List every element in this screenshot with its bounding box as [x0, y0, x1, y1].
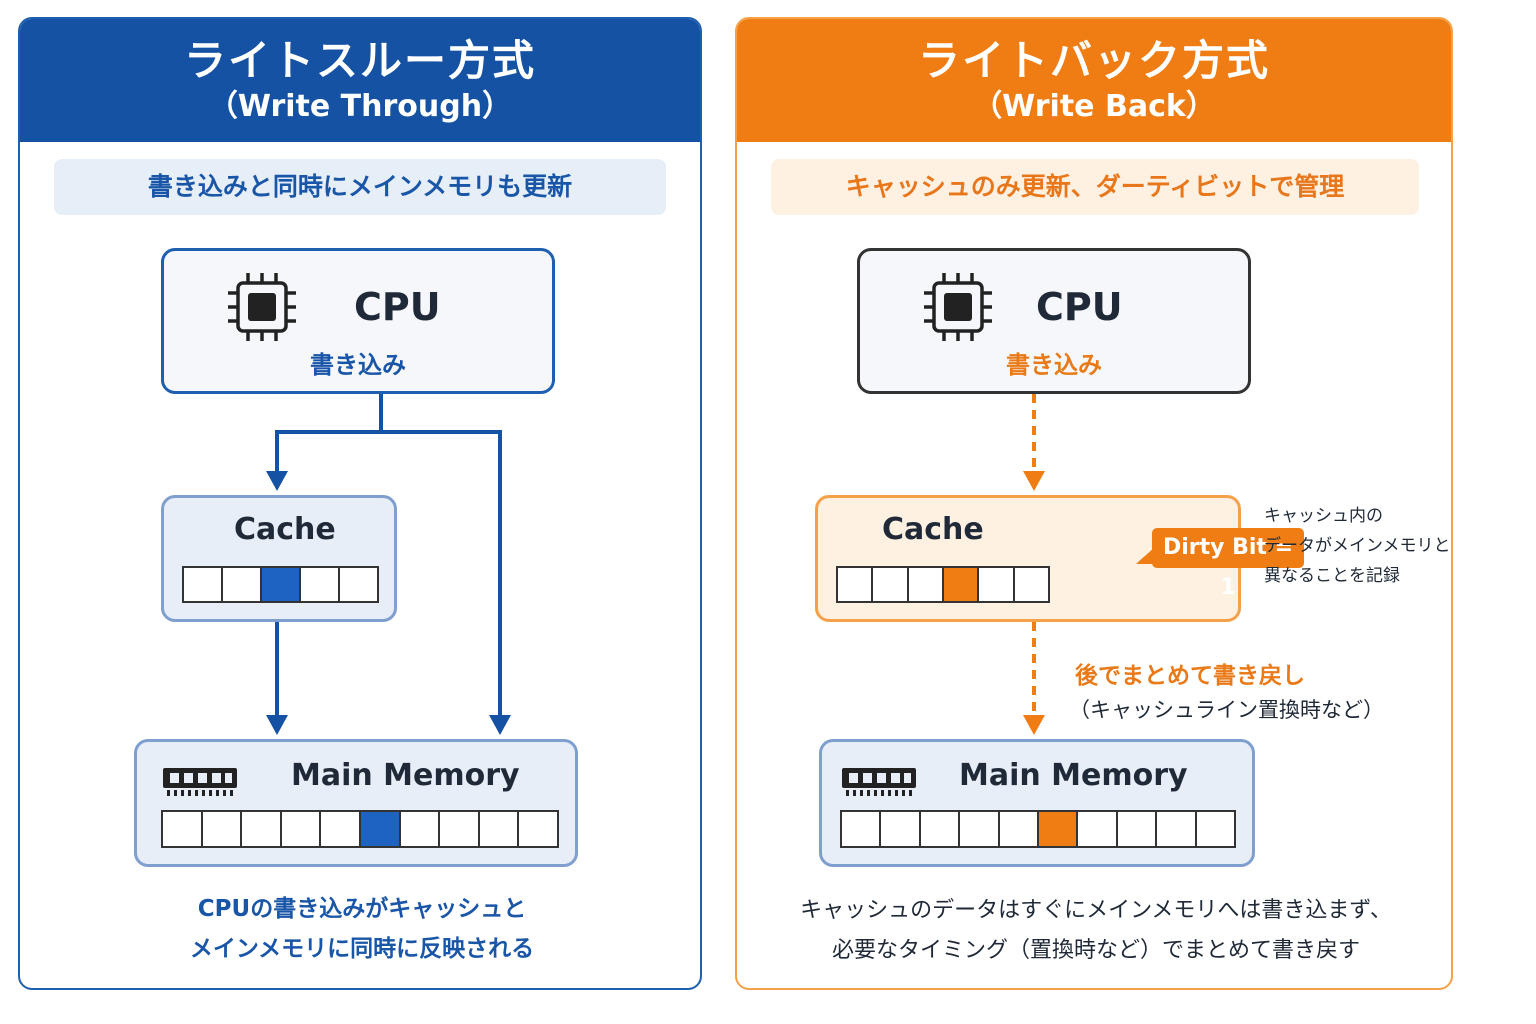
- memory-cells: [840, 810, 1236, 848]
- write-back-header: ライトバック方式 （Write Back）: [737, 19, 1451, 142]
- caption-line: キャッシュのデータはすぐにメインメモリへは書き込まず、: [800, 898, 1392, 923]
- memory-cell: [881, 812, 921, 846]
- memory-cell: [440, 812, 480, 846]
- cache-line: [340, 568, 377, 601]
- badge-pointer: [1136, 546, 1156, 564]
- write-through-summary: 書き込みと同時にメインメモリも更新: [54, 159, 666, 215]
- caption-line: 必要なタイミング（置換時など）でまとめて書き戻す: [831, 938, 1360, 963]
- cache-lines: [836, 566, 1050, 603]
- cache-box: Cache: [161, 495, 397, 622]
- cpu-to-memory-arrow: [381, 430, 502, 715]
- write-back-arrows: [1023, 394, 1045, 735]
- note-line: キャッシュ内の: [1264, 506, 1383, 526]
- write-back-caption: キャッシュのデータはすぐにメインメモリへは書き込まず、 必要なタイミング（置換時…: [737, 891, 1451, 971]
- cpu-chip-icon: [924, 273, 992, 341]
- main-memory-box: Main Memory: [134, 739, 578, 867]
- memory-cell: [1157, 812, 1197, 846]
- cpu-action-label: 書き込み: [310, 351, 406, 379]
- memory-cell: [163, 812, 203, 846]
- cpu-box: CPU 書き込み: [161, 248, 555, 394]
- caption-line: CPUの書き込みがキャッシュと: [197, 896, 527, 922]
- cpu-label: CPU: [1036, 285, 1123, 329]
- dirty-bit-badge: Dirty Bit = 1: [1152, 528, 1304, 600]
- write-through-header: ライトスルー方式 （Write Through）: [20, 19, 700, 142]
- note-line: 異なることを記録: [1264, 566, 1400, 586]
- write-through-panel: ライトスルー方式 （Write Through） 書き込みと同時にメインメモリも…: [18, 17, 702, 990]
- main-memory-box: Main Memory: [819, 739, 1255, 867]
- cache-line-updated: [262, 568, 301, 601]
- cache-line-dirty: [943, 568, 980, 601]
- memory-cell: [920, 812, 961, 846]
- write-through-arrows: [266, 394, 511, 735]
- memory-cell: [479, 812, 520, 846]
- ram-module-icon: [163, 768, 237, 796]
- ram-module-icon: [842, 768, 916, 796]
- memory-cell: [1078, 812, 1118, 846]
- memory-cell: [281, 812, 322, 846]
- cache-line: [838, 568, 874, 601]
- cpu-chip-icon: [228, 273, 296, 341]
- memory-cell: [519, 812, 557, 846]
- cache-line: [1014, 568, 1048, 601]
- write-back-subtitle: （Write Back）: [972, 89, 1216, 124]
- cpu-action-label: 書き込み: [1006, 351, 1102, 379]
- write-back-summary: キャッシュのみ更新、ダーティビットで管理: [771, 159, 1419, 215]
- write-back-title: ライトバック方式: [917, 36, 1270, 85]
- memory-cell: [202, 812, 243, 846]
- write-through-caption: CPUの書き込みがキャッシュと メインメモリに同時に反映される: [20, 889, 700, 969]
- cache-line: [223, 568, 262, 601]
- writeback-detail: （キャッシュライン置換時など）: [1069, 698, 1384, 722]
- memory-cell: [960, 812, 1000, 846]
- note-line: データがメインメモリと: [1264, 536, 1451, 556]
- cache-line: [301, 568, 340, 601]
- memory-cells: [161, 810, 559, 848]
- memory-cell: [1117, 812, 1158, 846]
- memory-cell: [321, 812, 361, 846]
- cache-line: [873, 568, 909, 601]
- cache-label: Cache: [234, 512, 336, 547]
- cache-line: [979, 568, 1015, 601]
- memory-cell: [1196, 812, 1235, 846]
- write-back-panel: ライトバック方式 （Write Back） キャッシュのみ更新、ダーティビットで…: [735, 17, 1453, 990]
- memory-cell-updated: [360, 812, 401, 846]
- cache-line: [184, 568, 223, 601]
- cpu-to-cache-arrow: [275, 394, 383, 471]
- memory-cell-written-back: [1039, 812, 1079, 846]
- caption-line: メインメモリに同時に反映される: [189, 936, 535, 962]
- cache-line: [908, 568, 944, 601]
- cache-label: Cache: [882, 512, 984, 547]
- cache-lines: [182, 566, 379, 603]
- writeback-note: 後でまとめて書き戻し: [1075, 663, 1305, 689]
- write-through-subtitle: （Write Through）: [207, 89, 513, 124]
- memory-cell: [242, 812, 282, 846]
- memory-label: Main Memory: [291, 758, 520, 793]
- dirty-bit-note: キャッシュ内の データがメインメモリと 異なることを記録: [1264, 501, 1451, 591]
- cpu-label: CPU: [354, 285, 441, 329]
- write-through-title: ライトスルー方式: [183, 36, 536, 85]
- cpu-box: CPU 書き込み: [857, 248, 1251, 394]
- cache-box: Cache Dirty Bit = 1: [815, 495, 1304, 622]
- memory-cell: [842, 812, 882, 846]
- memory-cell: [400, 812, 441, 846]
- memory-cell: [999, 812, 1040, 846]
- memory-label: Main Memory: [959, 758, 1188, 793]
